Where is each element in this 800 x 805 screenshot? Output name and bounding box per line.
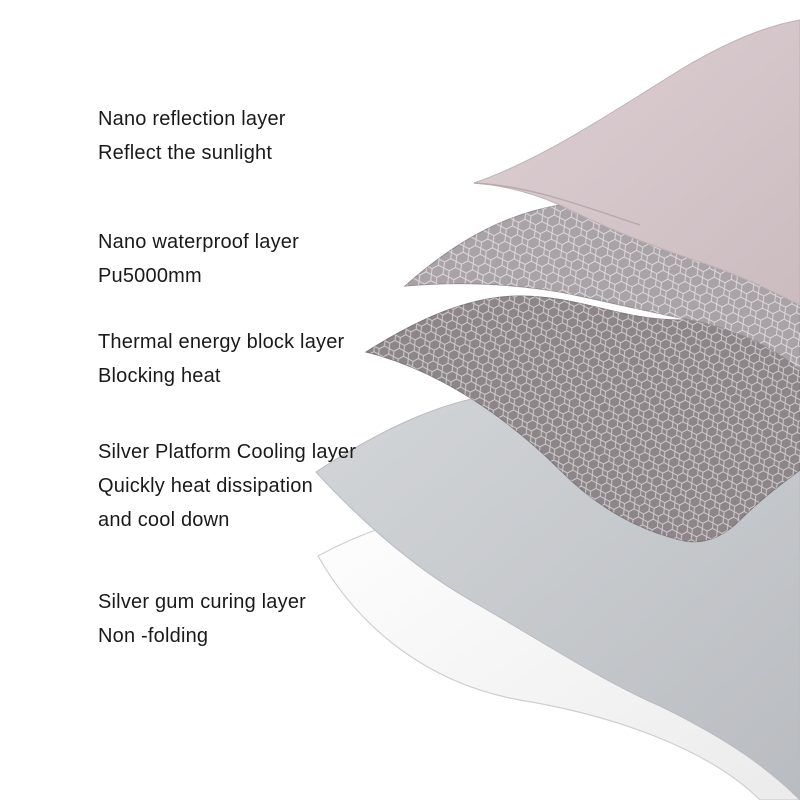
layer-description: Reflect the sunlight [98,142,273,164]
layer-sheet-nano-reflection-edge [473,182,641,226]
layer-label-nano-reflection: Nano reflection layer Reflect the sunlig… [98,102,286,170]
layer-sheet-thermal-mesh [366,280,800,542]
layer-title: Silver gum curing layer [98,591,307,613]
layer-title: Silver Platform Cooling layer [98,441,357,463]
layer-title: Nano waterproof layer [98,231,299,253]
layer-label-thermal-block: Thermal energy block layer Blocking heat [98,325,344,393]
layer-title: Nano reflection layer [98,108,286,130]
layer-description: Pu5000mm [98,265,202,287]
layer-description: Blocking heat [98,365,221,387]
layer-description: and cool down [98,509,230,531]
layer-description: Quickly heat dissipation [98,475,313,497]
layer-sheet-nano-reflection [473,19,800,306]
layer-description: Non -folding [98,625,209,647]
layer-label-silver-gum: Silver gum curing layer Non -folding [98,585,306,653]
layer-label-silver-platform: Silver Platform Cooling layer Quickly he… [98,435,356,537]
layer-title: Thermal energy block layer [98,331,345,353]
layer-label-nano-waterproof: Nano waterproof layer Pu5000mm [98,225,299,293]
